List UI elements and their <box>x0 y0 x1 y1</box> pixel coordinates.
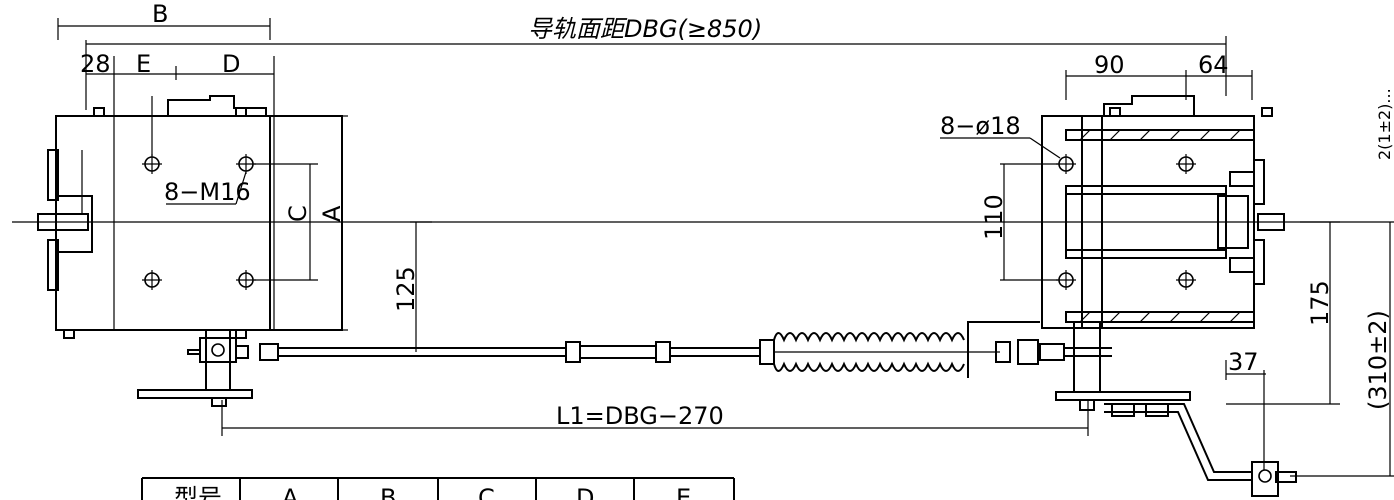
svg-text:2(1±2)...: 2(1±2)... <box>1375 88 1394 160</box>
mount-hole <box>1176 154 1196 174</box>
dim-b-label: B <box>152 0 168 28</box>
dim-175-label: 175 <box>1306 280 1334 326</box>
dim-310-label: (310±2) <box>1364 310 1392 410</box>
dim-l1-label: L1=DBG−270 <box>556 402 724 430</box>
thread-hole <box>236 270 256 290</box>
dim-125-label: 125 <box>392 266 420 312</box>
dim-28-label: 28 <box>80 50 111 78</box>
dim-310: (310±2) <box>1290 222 1394 477</box>
dim-e-label: E <box>136 50 151 78</box>
thread-hole <box>236 154 256 174</box>
edge-text: 2(1±2)... <box>1375 88 1394 160</box>
mount-hole <box>1176 270 1196 290</box>
dim-28-e-d: 28 E D <box>80 40 275 330</box>
right-pedestal <box>1055 321 1297 497</box>
thread-spec-label: 8−M16 <box>164 178 251 206</box>
thread-hole <box>142 270 162 290</box>
table-header-e: E <box>676 484 691 500</box>
dim-a-label: A <box>318 205 346 222</box>
table-header-a: A <box>282 484 299 500</box>
mount-hole <box>1056 154 1076 174</box>
dim-37: 37 <box>1225 348 1266 470</box>
dim-125: 125 <box>392 221 432 352</box>
dim-b: B <box>57 0 271 40</box>
dim-90-64: 90 64 <box>1065 51 1253 100</box>
dim-l1: L1=DBG−270 <box>221 400 1089 436</box>
dim-rail-gap-label: 导轨面距DBG(≥850) <box>528 15 762 43</box>
tension-spring <box>773 321 1112 378</box>
dim-37-label: 37 <box>1228 348 1259 376</box>
table-header-d: D <box>576 484 594 500</box>
thread-hole <box>142 154 162 174</box>
tension-rod <box>278 339 775 365</box>
table-header-c: C <box>478 484 495 500</box>
dim-110-label: 110 <box>980 194 1008 240</box>
dim-175: 175 <box>1226 221 1340 405</box>
dim-90-label: 90 <box>1094 51 1125 79</box>
dim-c-label: C <box>284 205 312 222</box>
table-header-model: 型号 <box>174 484 222 500</box>
spec-table: 型号 A B C D E <box>141 477 735 500</box>
table-header-b: B <box>380 484 396 500</box>
left-mount-block: 8−M16 C A <box>37 95 348 339</box>
right-mount-block: 110 8−ø18 <box>940 95 1285 329</box>
hole-spec-label: 8−ø18 <box>940 112 1021 140</box>
dim-64-label: 64 <box>1198 51 1229 79</box>
dim-d-label: D <box>222 50 240 78</box>
left-pedestal <box>137 329 279 407</box>
mount-hole <box>1056 270 1076 290</box>
dim-rail-gap: 导轨面距DBG(≥850) <box>86 15 1227 96</box>
